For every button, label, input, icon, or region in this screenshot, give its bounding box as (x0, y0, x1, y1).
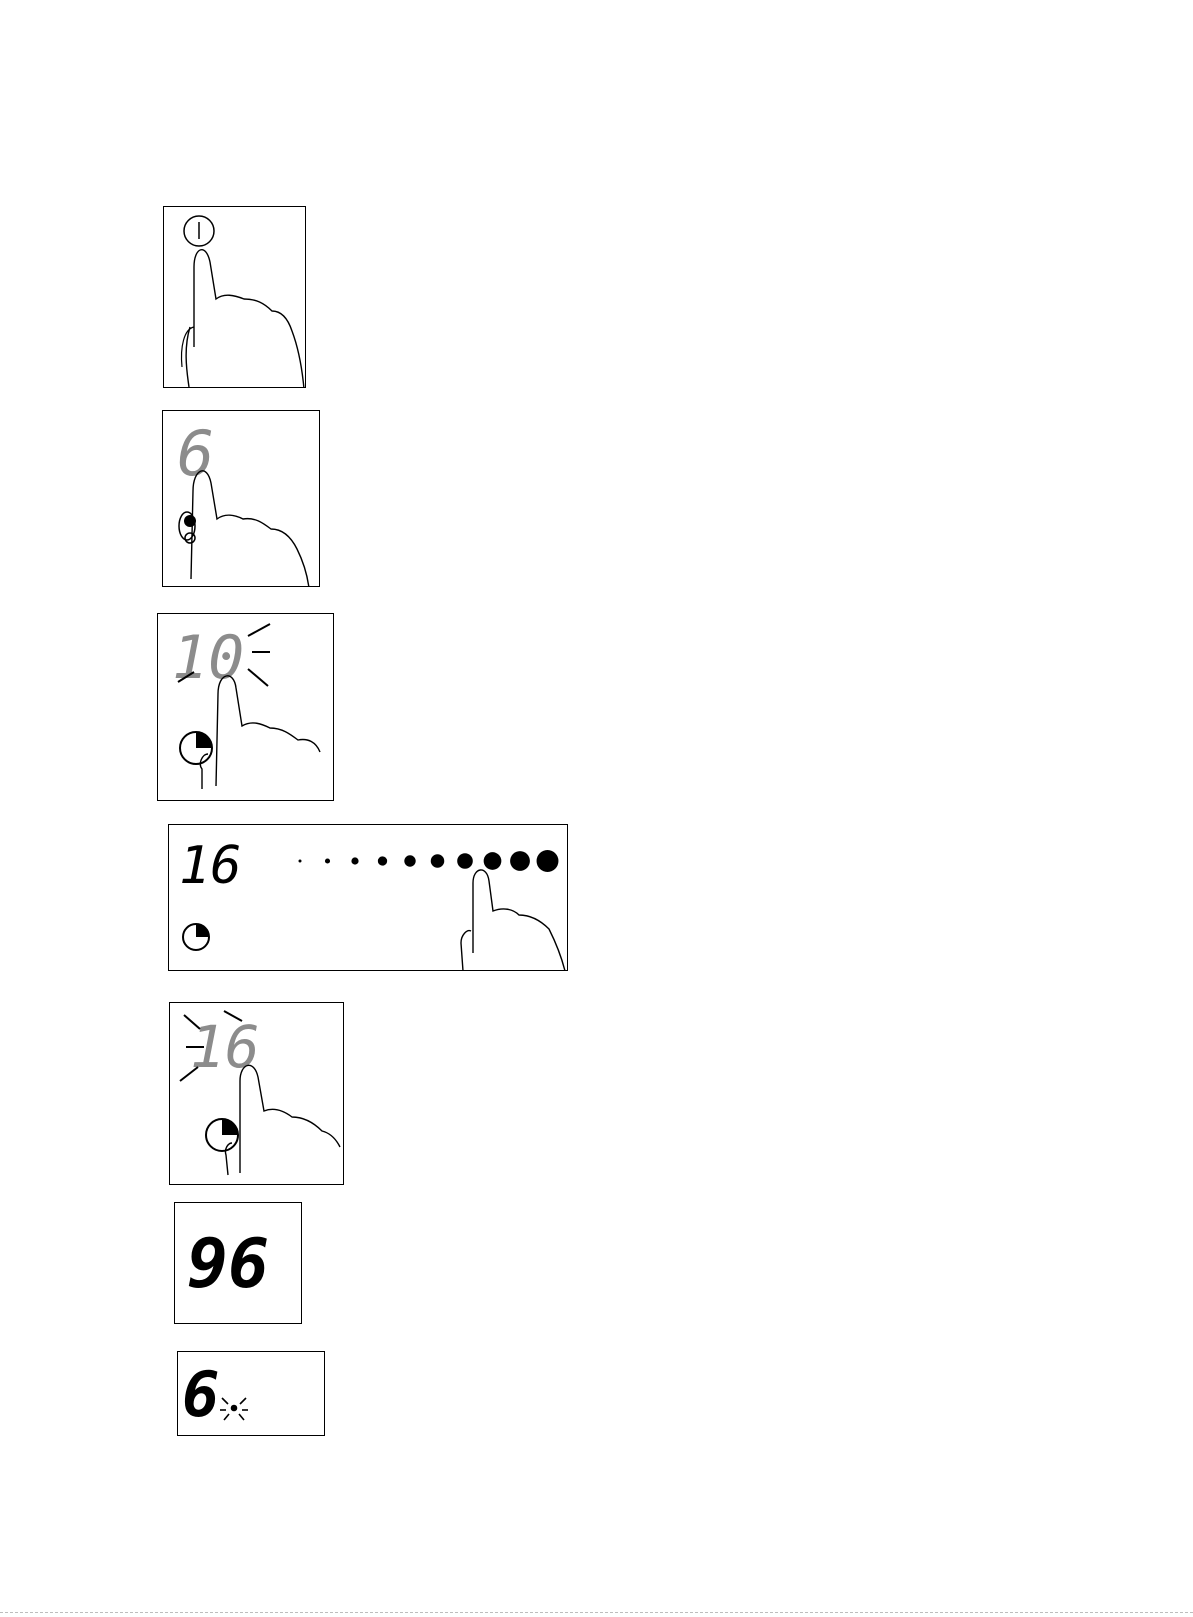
slider-dot[interactable] (537, 850, 559, 872)
countdown-display: 96 (187, 1225, 269, 1304)
residual-level-display: 6 (182, 1358, 219, 1431)
timer-icon (180, 732, 212, 764)
slider-dot[interactable] (404, 855, 415, 866)
figure-timer-slider: 16 (168, 824, 568, 971)
pointing-hand-icon (200, 676, 320, 789)
zone-level-display: 6 (177, 417, 214, 490)
slider-dot[interactable] (510, 851, 530, 871)
pointing-hand-icon (461, 870, 565, 971)
figure-timer-select: 10 (157, 613, 334, 801)
slider-dot[interactable] (457, 853, 473, 869)
slider-dot[interactable] (378, 856, 387, 865)
slider-dot[interactable] (299, 860, 302, 863)
power-symbol-icon (184, 216, 214, 246)
timer-value-display: 16 (179, 836, 242, 896)
zone-indicator-icon (179, 512, 196, 543)
blinking-dot-icon (220, 1398, 248, 1420)
figure-timer-confirm: 16 (169, 1002, 344, 1185)
slider-dot[interactable] (484, 852, 502, 870)
figure-residual-heat: 6 (177, 1351, 325, 1436)
timer-icon (183, 924, 209, 950)
figure-select-zone: 6 (162, 410, 320, 587)
timer-blink-display: 10 (172, 623, 244, 693)
slider-dot[interactable] (351, 857, 358, 864)
figure-countdown: 96 (174, 1202, 302, 1324)
figure-power-on (163, 206, 306, 388)
page-bottom-rule (0, 1612, 1193, 1613)
power-slider (299, 850, 559, 872)
pointing-hand-icon (186, 250, 304, 388)
slider-dot[interactable] (325, 858, 330, 863)
timer-icon (206, 1119, 238, 1151)
pointing-hand-icon (225, 1065, 340, 1175)
slider-dot[interactable] (431, 854, 445, 868)
